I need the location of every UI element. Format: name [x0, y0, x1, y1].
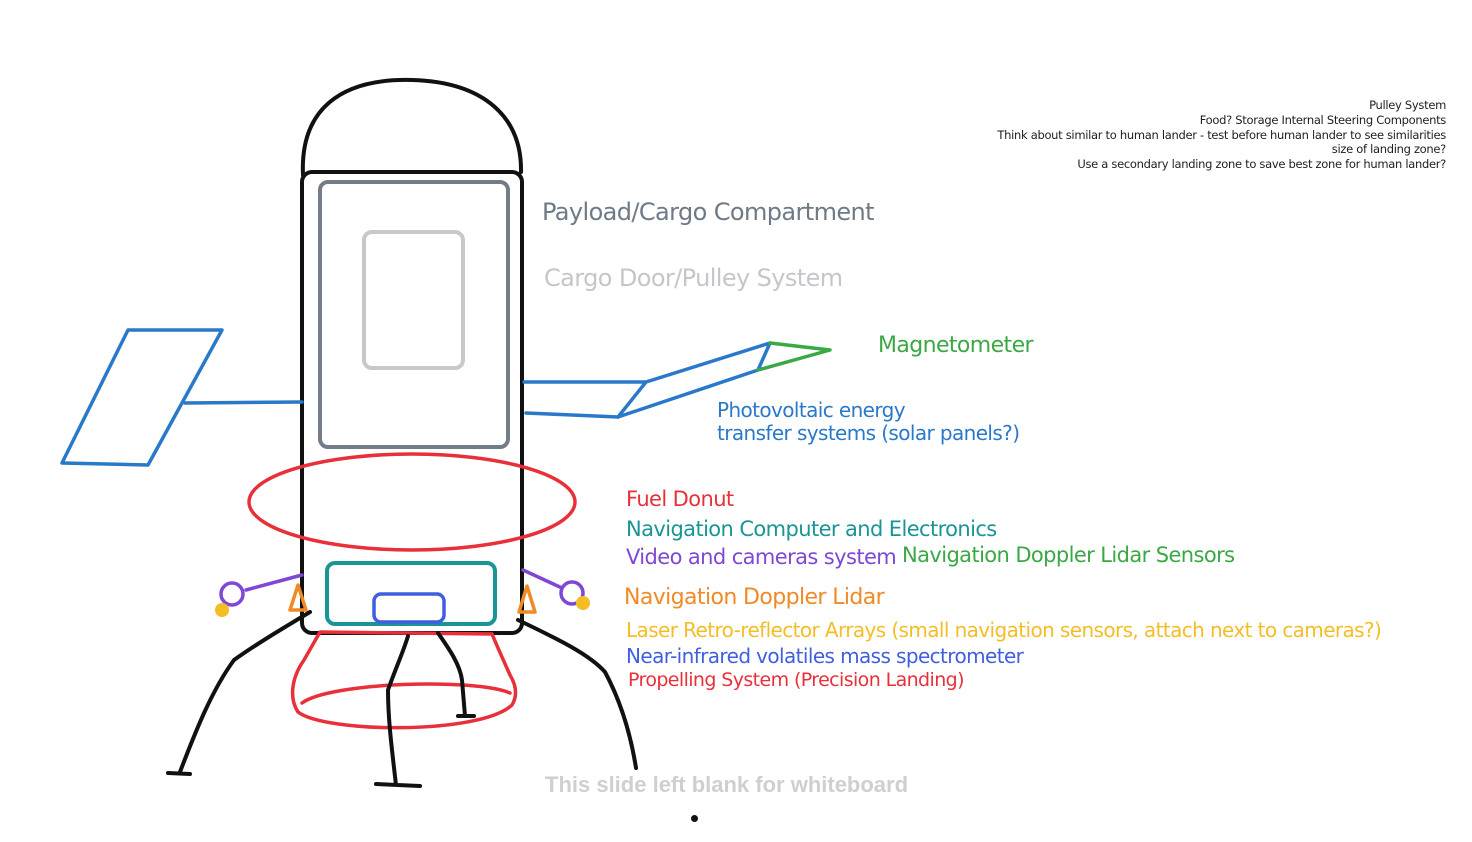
cargo-door: [362, 230, 465, 370]
camera-right: [559, 580, 585, 606]
magnetometer-boom: [756, 341, 832, 372]
label-nir: Near-infrared volatiles mass spectromete…: [626, 644, 1024, 668]
doppler-lidar-right: [517, 584, 537, 614]
payload-compartment: [318, 180, 510, 449]
lander-dome: [300, 77, 524, 177]
camera-arm-left: [244, 573, 304, 592]
propelling-rim: [300, 682, 512, 705]
note-line: Use a secondary landing zone to save bes…: [1077, 157, 1446, 172]
retroreflector-left: [215, 603, 229, 617]
note-line: Think about similar to human lander - te…: [997, 127, 1446, 142]
retroreflector-right: [576, 596, 590, 610]
label-cargo-door: Cargo Door/Pulley System: [544, 264, 843, 292]
label-photovoltaic-2: transfer systems (solar panels?): [717, 421, 1020, 445]
label-nav-doppler: Navigation Doppler Lidar: [624, 585, 885, 610]
camera-left: [219, 581, 245, 607]
label-photovoltaic-1: Photovoltaic energy: [717, 398, 906, 422]
left-solar-panel: [60, 328, 224, 467]
leg-center: [374, 634, 422, 788]
leg-right: [516, 618, 638, 770]
label-laser: Laser Retro-reflector Arrays (small navi…: [626, 618, 1382, 642]
label-nav-doppler-sensors: Navigation Doppler Lidar Sensors: [902, 543, 1235, 567]
label-video: Video and cameras system: [626, 545, 897, 569]
doppler-lidar-left: [288, 583, 308, 612]
label-fuel-donut: Fuel Donut: [626, 487, 734, 511]
nir-spectrometer: [372, 592, 446, 624]
leg-left: [166, 610, 312, 776]
right-solar-fold: [616, 380, 648, 419]
note-line: size of landing zone?: [1331, 142, 1447, 157]
label-payload: Payload/Cargo Compartment: [542, 198, 875, 226]
left-solar-arm: [183, 400, 304, 405]
placeholder-text: This slide left blank for whiteboard: [545, 772, 909, 797]
propelling-system: [290, 630, 518, 730]
note-line: Food? Storage Internal Steering Componen…: [1199, 112, 1447, 127]
fuel-donut: [247, 452, 577, 552]
label-propelling: Propelling System (Precision Landing): [628, 669, 965, 691]
right-solar-panel: [522, 341, 772, 419]
label-nav-computer: Navigation Computer and Electronics: [626, 517, 997, 541]
navigation-computer: [325, 561, 497, 626]
whiteboard-notes: Pulley System Food? Storage Internal Ste…: [997, 98, 1446, 172]
note-line: Pulley System: [1369, 98, 1446, 112]
stray-dot: [691, 815, 698, 822]
camera-arm-right: [521, 568, 564, 590]
label-magnetometer: Magnetometer: [878, 333, 1034, 358]
leg-inner: [436, 631, 476, 718]
